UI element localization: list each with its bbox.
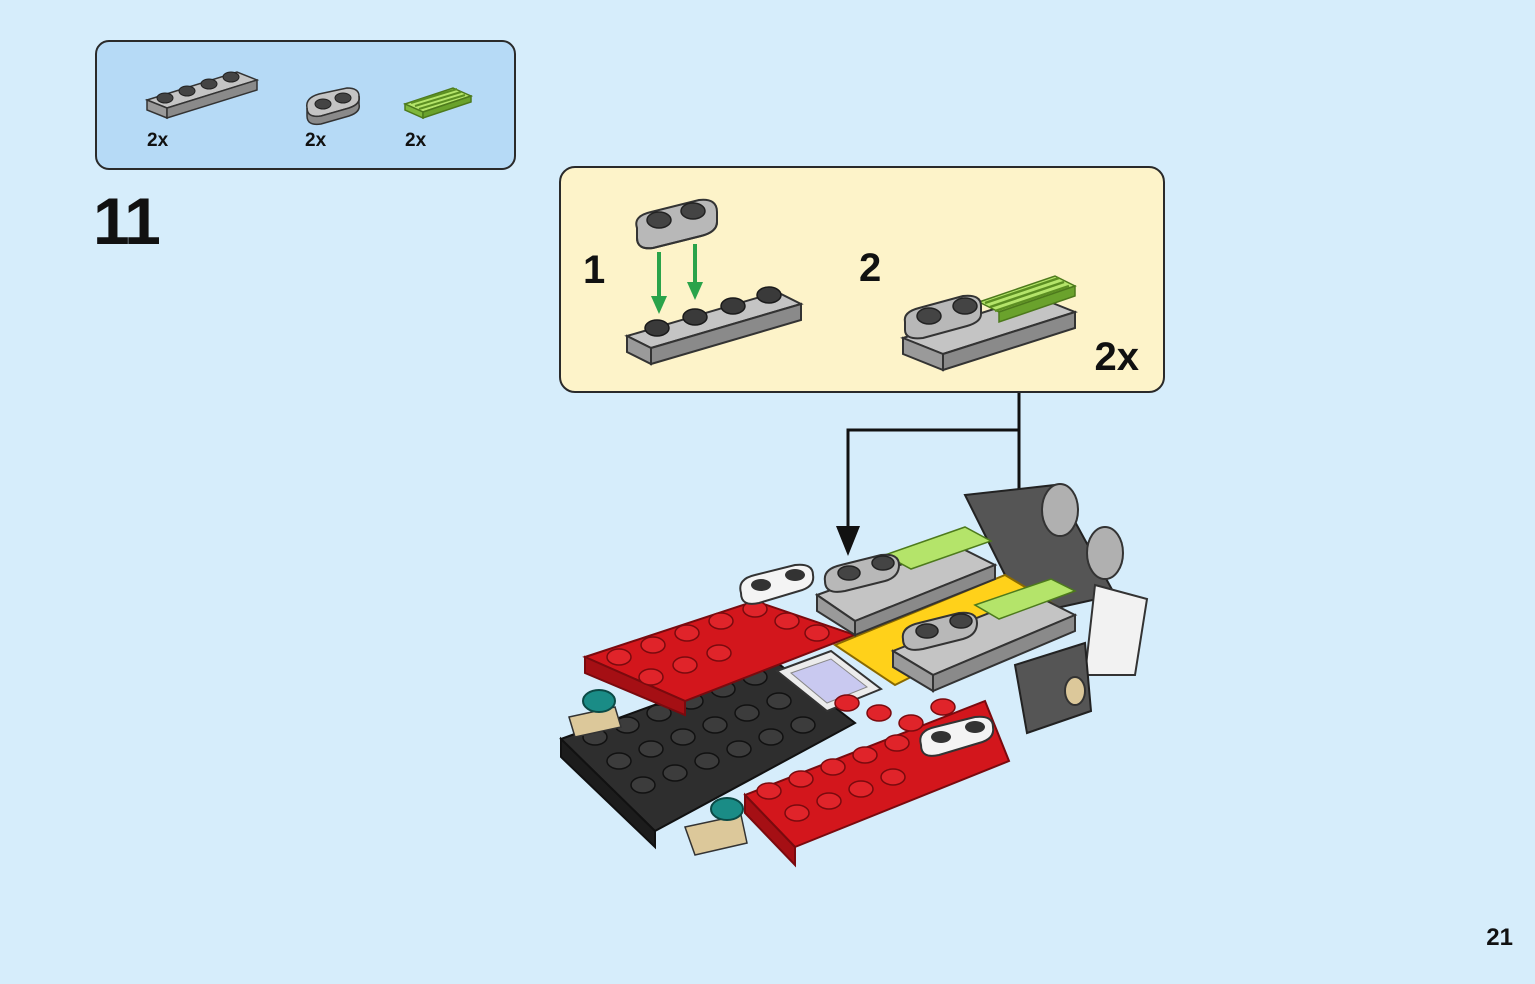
part-plate-1x4-icon — [144, 71, 260, 120]
part-grille-tile-icon — [402, 87, 474, 120]
model-illustration — [559, 483, 1149, 868]
part-plate-1x2-rounded-icon — [306, 87, 361, 126]
substep-2-label: 2 — [859, 246, 882, 290]
subassembly-box: 1 2 2x — [559, 166, 1165, 393]
substep-2-illustration — [900, 275, 1078, 372]
parts-list-box: 2x 2x 2x — [95, 40, 516, 170]
part-1-quantity: 2x — [147, 130, 169, 151]
step-number: 11 — [93, 184, 161, 258]
substep-1-label: 1 — [583, 248, 606, 292]
substep-1-illustration — [624, 198, 804, 366]
subassembly-multiplier: 2x — [1094, 335, 1140, 379]
page-number: 21 — [1486, 924, 1513, 951]
part-2-quantity: 2x — [305, 130, 327, 151]
part-3-quantity: 2x — [405, 130, 427, 151]
